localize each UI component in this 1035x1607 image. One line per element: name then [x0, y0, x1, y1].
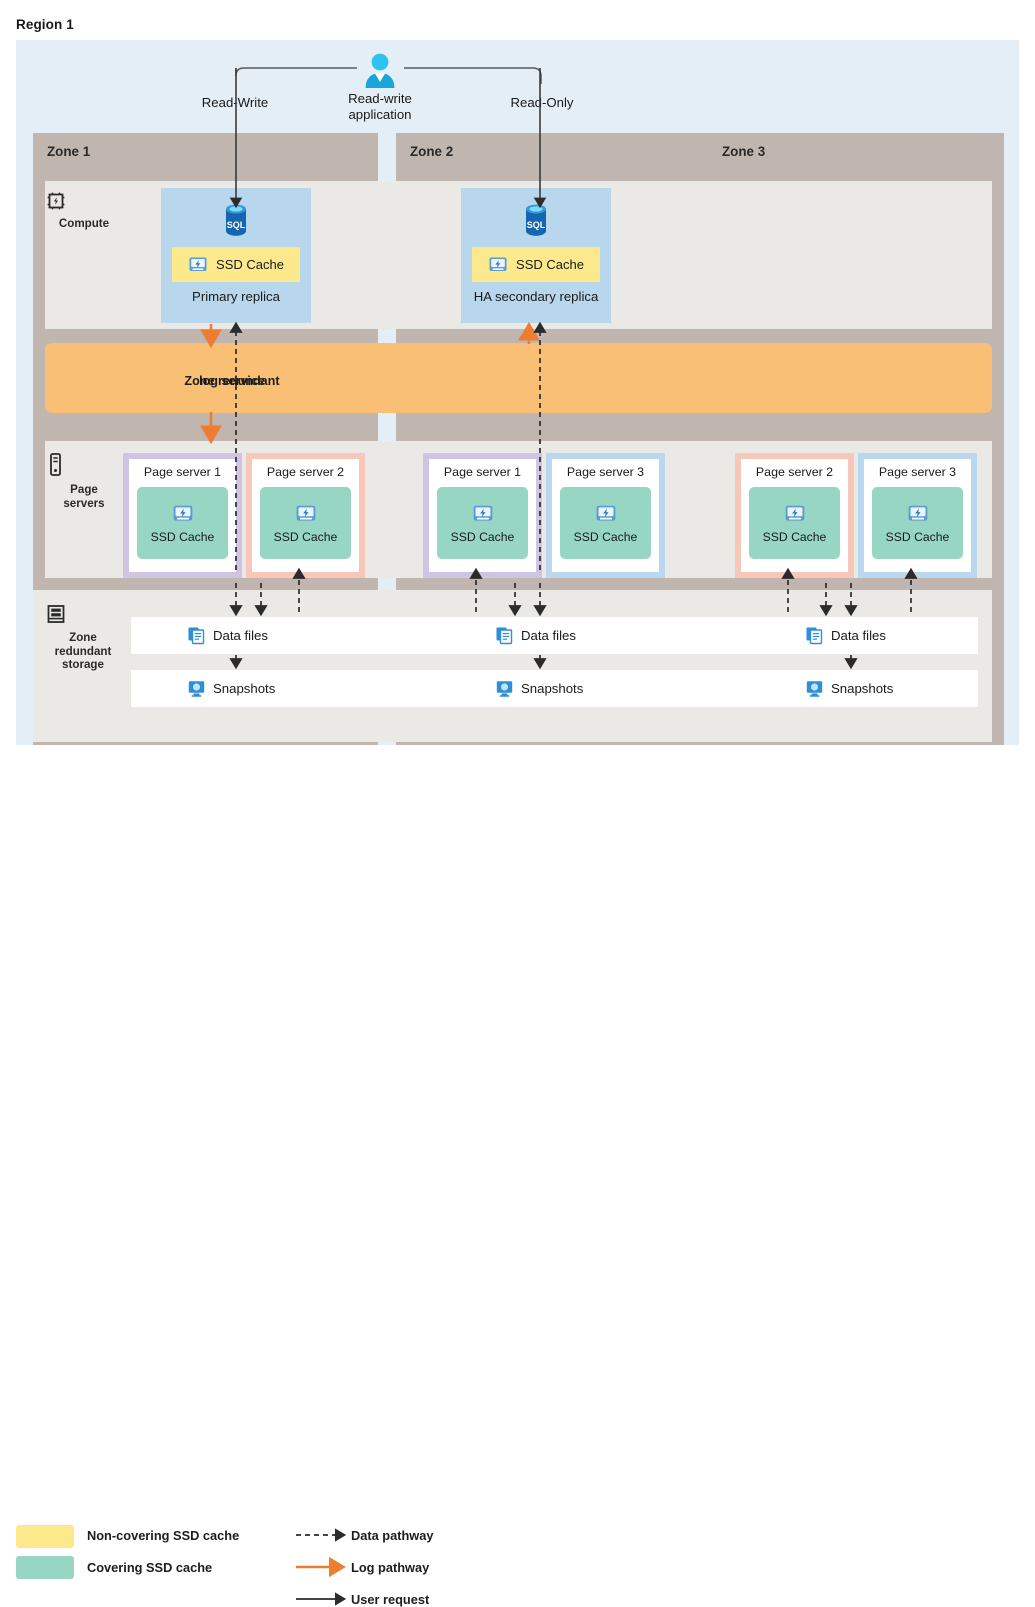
- ssd-cache-label: SSD Cache: [216, 257, 284, 272]
- ssd-disk-icon: [295, 503, 317, 525]
- snapshots-label: Snapshots: [831, 681, 894, 696]
- page-server-name: Page server 1: [443, 465, 522, 479]
- zone-header-2: Zone 2: [396, 133, 708, 173]
- snapshot-icon: [187, 679, 206, 698]
- ssd-disk-icon: [784, 503, 806, 525]
- page-server-name: Page server 2: [266, 465, 345, 479]
- data-files-icon: [805, 626, 824, 645]
- region-title: Region 1: [16, 17, 74, 32]
- storage-layer-panel: [33, 590, 992, 742]
- legend-label-covering: Covering SSD cache: [87, 1560, 213, 1575]
- zone-label-1: Zone 1: [47, 144, 91, 159]
- storage-stack-icon: [44, 602, 122, 626]
- page-server-z2-3[interactable]: Page server 3 SSD Cache: [546, 453, 665, 578]
- legend-label-non-covering: Non-covering SSD cache: [87, 1528, 240, 1543]
- page-server-ssd-cache: SSD Cache: [437, 487, 528, 559]
- svg-text:SQL: SQL: [527, 220, 546, 230]
- page-server-name: Page server 1: [143, 465, 222, 479]
- ssd-disk-icon: [472, 503, 494, 525]
- ssd-disk-icon: [172, 503, 194, 525]
- legend-label-log-pathway: Log pathway: [351, 1560, 430, 1575]
- read-only-label: Read-Only: [510, 95, 574, 110]
- snapshots-label: Snapshots: [521, 681, 584, 696]
- data-files-z1[interactable]: Data files: [187, 617, 268, 654]
- ssd-disk-icon: [488, 255, 508, 275]
- data-files-icon: [495, 626, 514, 645]
- legend-line-user-request: [296, 1592, 347, 1606]
- zone-label-3: Zone 3: [722, 144, 766, 159]
- ssd-disk-icon: [907, 503, 929, 525]
- zone-label-2: Zone 2: [410, 144, 454, 159]
- sql-database-icon: SQL: [220, 202, 252, 240]
- page-server-z3-2[interactable]: Page server 2 SSD Cache: [735, 453, 854, 578]
- legend-label-user-request: User request: [351, 1592, 430, 1607]
- ha-secondary-replica-box[interactable]: SQL SSD Cache HA secondary replica: [461, 188, 611, 323]
- snapshots-row: Snapshots Snapshots Snapshots: [131, 670, 978, 707]
- sql-database-icon: SQL: [520, 202, 552, 240]
- legend: Non-covering SSD cache Covering SSD cach…: [0, 755, 1035, 1607]
- snapshot-icon: [495, 679, 514, 698]
- ssd-cache-label: SSD Cache: [516, 257, 584, 272]
- data-files-label: Data files: [213, 628, 268, 643]
- primary-replica-label: Primary replica: [192, 289, 280, 304]
- ssd-cache-label: SSD Cache: [273, 529, 338, 544]
- ssd-cache-label: SSD Cache: [150, 529, 215, 544]
- ha-replica-ssd-cache: SSD Cache: [472, 247, 600, 282]
- ssd-cache-label: SSD Cache: [573, 529, 638, 544]
- ha-replica-label: HA secondary replica: [473, 289, 599, 304]
- compute-rail: Compute: [45, 190, 123, 231]
- data-files-row: Data files Data files Data files: [131, 617, 978, 654]
- page-server-z3-3[interactable]: Page server 3 SSD Cache: [858, 453, 977, 578]
- page-server-z2-1[interactable]: Page server 1 SSD Cache: [423, 453, 542, 578]
- ssd-cache-label: SSD Cache: [885, 529, 950, 544]
- page-server-ssd-cache: SSD Cache: [560, 487, 651, 559]
- zone-header-3: Zone 3: [708, 133, 1004, 173]
- page-server-ssd-cache: SSD Cache: [749, 487, 840, 559]
- primary-replica-box[interactable]: SQL SSD Cache Primary replica: [161, 188, 311, 323]
- snapshots-z3[interactable]: Snapshots: [805, 670, 893, 707]
- cpu-chip-icon: [45, 190, 123, 212]
- page-server-ssd-cache: SSD Cache: [260, 487, 351, 559]
- snapshots-z1[interactable]: Snapshots: [187, 670, 275, 707]
- user-icon: [363, 52, 397, 90]
- legend-line-data-pathway: [296, 1528, 347, 1542]
- svg-text:SQL: SQL: [227, 220, 246, 230]
- page-server-z1-1[interactable]: Page server 1 SSD Cache: [123, 453, 242, 578]
- page-server-ssd-cache: SSD Cache: [872, 487, 963, 559]
- snapshots-label: Snapshots: [213, 681, 276, 696]
- snapshot-icon: [805, 679, 824, 698]
- page-server-ssd-cache: SSD Cache: [137, 487, 228, 559]
- legend-swatch-non-covering: [16, 1525, 74, 1548]
- ssd-cache-label: SSD Cache: [762, 529, 827, 544]
- page-server-name: Page server 3: [566, 465, 645, 479]
- zone-header-1: Zone 1: [33, 133, 378, 173]
- ssd-disk-icon: [595, 503, 617, 525]
- data-files-z2[interactable]: Data files: [495, 617, 576, 654]
- data-files-z3[interactable]: Data files: [805, 617, 886, 654]
- data-files-label: Data files: [521, 628, 576, 643]
- data-files-label: Data files: [831, 628, 886, 643]
- legend-swatch-covering: [16, 1556, 74, 1579]
- page-server-name: Page server 2: [755, 465, 834, 479]
- ssd-disk-icon: [188, 255, 208, 275]
- compute-rail-label: Compute: [58, 217, 110, 230]
- read-write-label: Read-Write: [201, 95, 269, 110]
- ssd-cache-label: SSD Cache: [450, 529, 515, 544]
- page-server-z1-2[interactable]: Page server 2 SSD Cache: [246, 453, 365, 578]
- primary-replica-ssd-cache: SSD Cache: [172, 247, 300, 282]
- page-server-icon: [45, 452, 123, 478]
- data-files-icon: [187, 626, 206, 645]
- page-server-name: Page server 3: [878, 465, 957, 479]
- snapshots-z2[interactable]: Snapshots: [495, 670, 583, 707]
- legend-label-data-pathway: Data pathway: [351, 1528, 434, 1543]
- legend-line-log-pathway: [296, 1556, 346, 1578]
